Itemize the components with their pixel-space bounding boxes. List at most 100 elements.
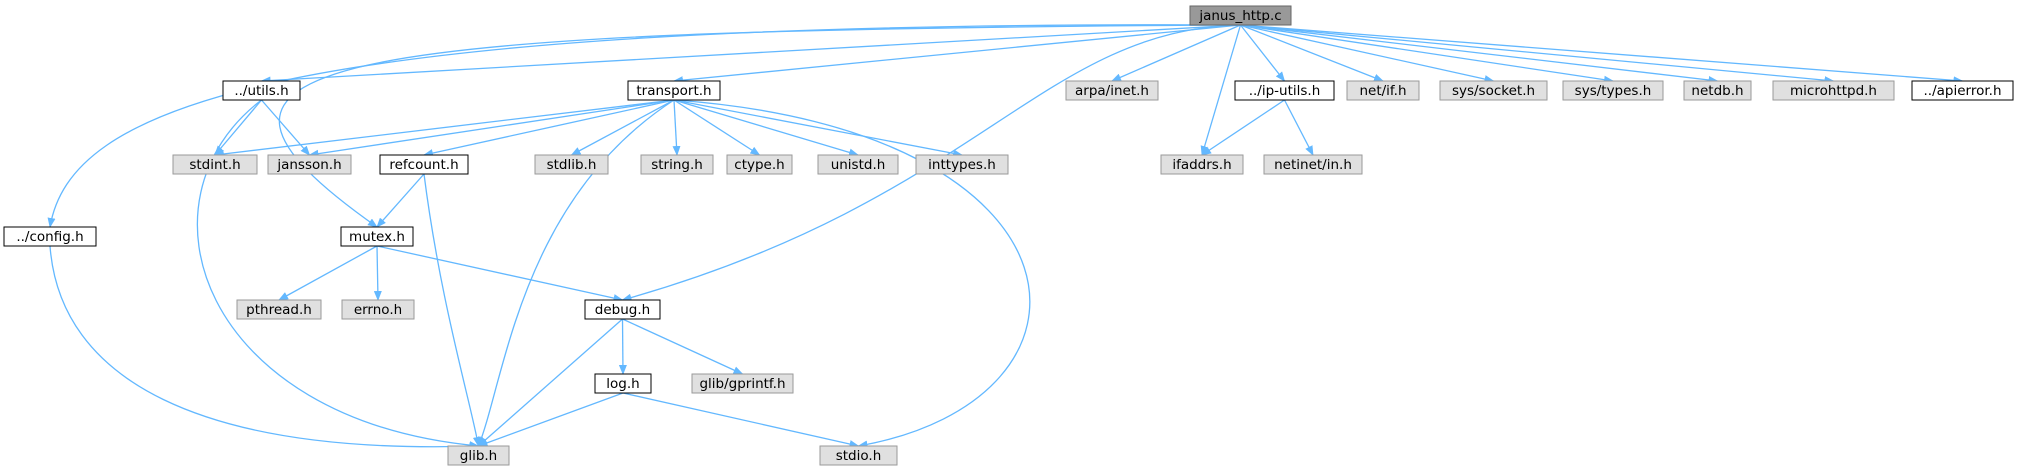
node-box [534,154,609,175]
edge-line [1201,99,1285,156]
node-label: jansson.h [276,157,341,173]
edge-line [214,99,675,158]
node-refcount-h[interactable]: refcount.h [379,154,469,175]
node-box [1683,80,1752,101]
node-apierror-h[interactable]: ../apierror.h [1911,80,2014,101]
node-box [584,299,661,320]
edge-mutex-h-to-errno-h [373,245,382,301]
node-label: glib/gprintf.h [699,376,785,392]
node-label: ../ip-utils.h [1249,83,1321,99]
edge-transport-h-to-glib-h [477,99,675,447]
node-stdio-h: stdio.h [819,445,898,466]
node-box [1065,80,1159,101]
node-box [172,154,258,175]
node-sys-types-h: sys/types.h [1562,80,1664,101]
node-label: log.h [606,376,639,392]
edge-line [49,245,480,451]
node-stdlib-h: stdlib.h [534,154,609,175]
edge-mutex-h-to-debug-h [376,245,624,302]
node-label: netdb.h [1691,83,1743,99]
edge-log-h-to-stdio-h [622,392,860,448]
edge-mutex-h-to-pthread-h [278,245,378,301]
edge-line [214,99,262,156]
node-label: refcount.h [389,157,458,173]
edge-line [373,245,382,301]
node-pthread-h: pthread.h [236,299,322,320]
edge-line [672,99,681,156]
edge-transport-h-to-refcount-h [423,99,675,157]
node-label: sys/socket.h [1452,83,1535,99]
node-log-h[interactable]: log.h [594,373,652,394]
edge-janus-http-c-to-ip-utils-h [1239,24,1286,82]
edge-janus-http-c-to-utils-h [260,24,1241,85]
node-transport-h[interactable]: transport.h [627,80,721,101]
node-box [726,154,793,175]
node-box [222,80,301,101]
edge-line [1240,24,1964,85]
node-label: string.h [651,157,703,173]
edge-refcount-h-to-glib-h [423,173,481,447]
edge-line [47,24,1241,228]
edge-line [1240,24,1719,84]
edge-transport-h-to-stdio-h [673,99,1031,449]
node-netdb-h: netdb.h [1683,80,1752,101]
node-box [1189,5,1292,26]
edge-janus-http-c-to-debug-h [621,24,1241,302]
node-box [1911,80,2014,101]
node-ifaddrs-h: ifaddrs.h [1160,154,1244,175]
node-label: sys/types.h [1575,83,1652,99]
file-nodes: janus_http.c ../utils.h transport.h ../conf… [3,5,2014,466]
edge-log-h-to-glib-h [477,392,624,447]
node-label: unistd.h [831,157,886,173]
edge-debug-h-to-log-h [618,318,627,375]
edge-line [570,99,675,156]
edge-line [1240,24,1835,85]
node-box [447,445,510,466]
node-arpa-inet-h: arpa/inet.h [1065,80,1159,101]
node-string-h: string.h [640,154,714,175]
node-janus-http-c[interactable]: janus_http.c [1189,5,1292,26]
edge-line [673,99,859,157]
node-box [640,154,714,175]
node-debug-h[interactable]: debug.h [584,299,661,320]
node-label: ../config.h [16,229,83,245]
node-glib-h: glib.h [447,445,510,466]
node-inttypes-h: inttypes.h [915,154,1009,175]
edge-utils-h-to-jansson-h [261,99,311,156]
node-box [341,299,415,320]
edge-janus-http-c-to-microhttpd-h [1240,24,1835,85]
node-label: stdio.h [836,448,882,464]
node-label: netinet/in.h [1274,157,1352,173]
node-label: stdint.h [189,157,240,173]
node-config-h[interactable]: ../config.h [3,226,97,247]
edge-line [673,99,963,158]
edge-line [477,392,624,447]
edge-line [477,318,623,447]
edge-debug-h-to-glib-h [477,318,623,447]
node-utils-h[interactable]: ../utils.h [222,80,301,101]
node-label: janus_http.c [1198,8,1281,24]
edge-transport-h-to-inttypes-h [673,99,963,158]
node-box [1346,80,1420,101]
edge-line [278,245,378,301]
node-box [1562,80,1664,101]
edge-janus-http-c-to-config-h [47,24,1241,228]
edge-transport-h-to-ctype-h [673,99,761,156]
edge-line [1111,24,1241,82]
node-microhttpd-h: microhttpd.h [1772,80,1895,101]
edge-line [673,99,1031,449]
node-sys-socket-h: sys/socket.h [1439,80,1548,101]
node-label: mutex.h [349,229,405,245]
edge-janus-http-c-to-netdb-h [1240,24,1719,84]
edge-ip-utils-h-to-netinet-in-h [1283,99,1314,156]
node-ip-utils-h[interactable]: ../ip-utils.h [1234,80,1335,101]
node-box [627,80,721,101]
node-box [819,445,898,466]
dependency-edges [47,24,1964,451]
node-box [340,226,414,247]
node-box [1439,80,1548,101]
node-mutex-h[interactable]: mutex.h [340,226,414,247]
node-label: pthread.h [246,302,312,318]
node-box [379,154,469,175]
